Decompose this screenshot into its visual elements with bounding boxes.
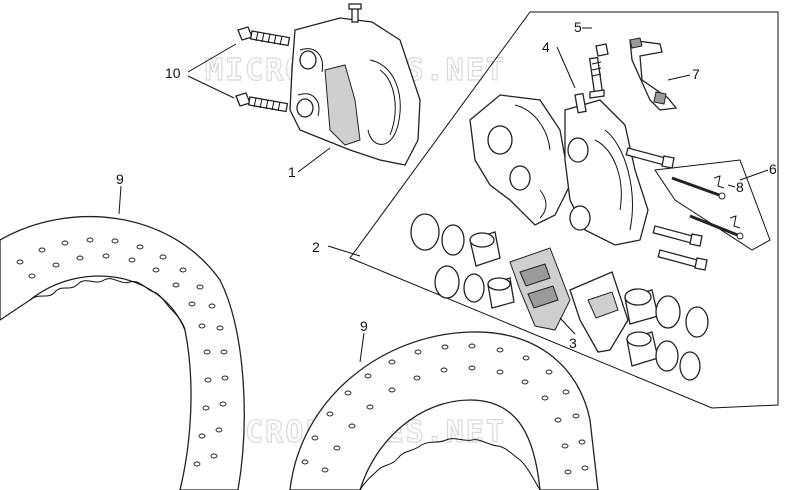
brake-caliper-assembled: [289, 3, 421, 166]
pin-clip-upper: [713, 175, 725, 189]
callout-1: 1: [288, 164, 296, 180]
piston-seals-left: [410, 213, 485, 303]
caliper-bolt-box-middle: [652, 225, 703, 247]
callout-9-right: 9: [360, 318, 368, 334]
leader-3: [559, 317, 576, 335]
callout-10: 10: [165, 65, 181, 81]
callout-2: 2: [312, 239, 320, 255]
disc-right-holes: [301, 343, 589, 475]
exploded-view-outline: [349, 11, 779, 409]
brake-disc-left: [0, 216, 245, 490]
callout-5: 5: [574, 19, 582, 35]
callout-9-left: 9: [116, 171, 124, 187]
leader-10-upper: [187, 43, 237, 73]
bleed-valve: [588, 56, 605, 99]
leader-4: [556, 46, 576, 89]
brake-disc-right: [289, 331, 599, 490]
brake-pad-right: [569, 271, 629, 353]
callout-7: 7: [692, 66, 700, 82]
disc-left-holes: [16, 237, 229, 467]
caliper-bolt-lower: [235, 92, 289, 113]
caliper-half-inner: [564, 92, 649, 246]
brake-pad-left: [509, 247, 571, 331]
piston-seals-right: [655, 295, 709, 381]
leader-6: [739, 169, 769, 181]
pad-retaining-spring: [629, 37, 678, 111]
leader-10-lower: [187, 75, 235, 99]
callout-6: 6: [769, 161, 777, 177]
leader-9-left: [118, 185, 122, 215]
callout-3: 3: [569, 335, 577, 351]
pistons-right: [624, 288, 659, 367]
caliper-half-outer: [469, 94, 571, 226]
leader-8: [727, 184, 736, 188]
leader-2: [327, 245, 361, 257]
leader-1: [297, 147, 331, 173]
pistons-left: [469, 231, 515, 309]
callout-8: 8: [736, 179, 744, 195]
leader-7: [667, 74, 691, 81]
callout-4: 4: [542, 39, 550, 55]
bleed-valve-cap: [595, 43, 609, 57]
leader-9-right: [359, 332, 365, 363]
pad-pin-upper: [671, 176, 726, 200]
caliper-bolt-upper: [237, 26, 291, 47]
caliper-bolt-box-lower: [657, 249, 708, 271]
pin-clip-lower: [729, 215, 741, 229]
pad-pin-lower: [689, 214, 744, 240]
pin-kit-outline: [654, 159, 771, 251]
